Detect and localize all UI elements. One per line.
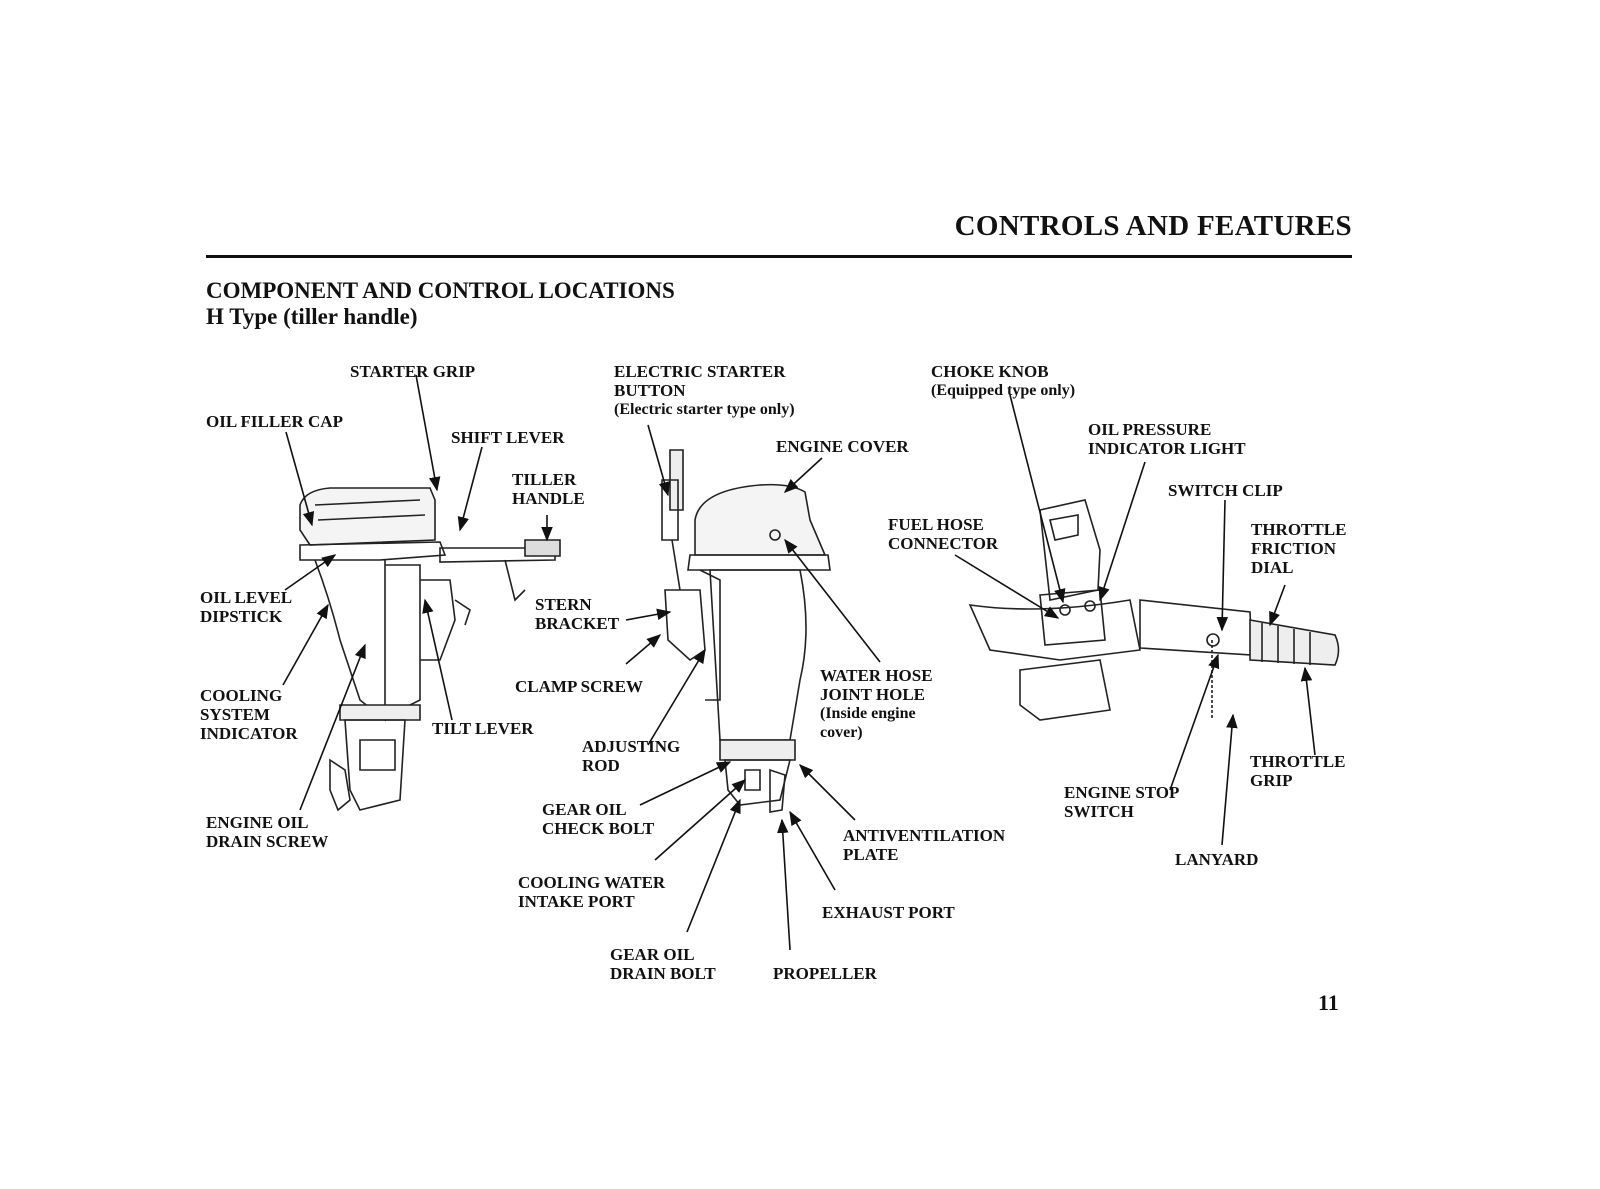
leader-lanyard (1221, 713, 1238, 846)
label-propeller: PROPELLER (773, 964, 877, 983)
label-starter-grip: STARTER GRIP (350, 362, 476, 381)
running-header: CONTROLS AND FEATURES (954, 210, 1352, 242)
label-oil-filler-cap: OIL FILLER CAP (206, 412, 343, 431)
leader-engine-cover (783, 457, 823, 493)
header-rule (206, 255, 1352, 258)
label-clamp-screw: CLAMP SCREW (515, 677, 643, 696)
leader-throttle-friction-dial (1269, 584, 1286, 627)
leader-oil-filler-cap (285, 431, 315, 527)
leader-oil-pressure-indicator-light (1098, 461, 1146, 602)
leader-fuel-hose-connector (954, 554, 1060, 619)
leader-starter-grip (415, 374, 441, 492)
section-subtitle: H Type (tiller handle) (206, 304, 418, 329)
page-number: 11 (1318, 990, 1339, 1015)
label-exhaust-port: EXHAUST PORT (822, 903, 955, 922)
leader-cooling-water-intake-port (654, 779, 747, 861)
leader-oil-level-dipstick (284, 554, 337, 591)
leader-engine-stop-switch (1169, 653, 1220, 791)
label-lanyard: LANYARD (1175, 850, 1259, 869)
section-title: COMPONENT AND CONTROL LOCATIONS (206, 278, 675, 303)
leader-throttle-grip (1300, 666, 1316, 756)
leader-adjusting-rod (647, 648, 706, 746)
label-shift-lever: SHIFT LEVER (451, 428, 565, 447)
leader-choke-knob (1009, 394, 1066, 604)
leader-propeller (777, 818, 791, 951)
leader-switch-clip (1216, 499, 1229, 632)
leader-clamp-screw (625, 634, 662, 665)
side-view-motor (299, 487, 561, 812)
leader-exhaust-port (789, 810, 836, 891)
leader-gear-oil-check-bolt (639, 761, 732, 806)
rear-view-motor (661, 449, 831, 813)
tiller-control-detail (968, 499, 1340, 721)
leader-stern-bracket (625, 608, 672, 621)
leader-cooling-system-indicator (282, 603, 329, 686)
leader-water-hose-joint-hole (784, 538, 881, 663)
label-choke-knob: CHOKE KNOB(Equipped type only) (931, 362, 1076, 399)
leader-gear-oil-drain-bolt (686, 798, 741, 933)
leader-tilt-lever (422, 598, 453, 721)
label-engine-cover: ENGINE COVER (776, 437, 909, 456)
label-switch-clip: SWITCH CLIP (1168, 481, 1283, 500)
label-tilt-lever: TILT LEVER (432, 719, 534, 738)
leader-electric-starter-button (647, 424, 670, 497)
leader-antiventilation-plate (798, 763, 856, 821)
leader-shift-lever (457, 446, 483, 532)
leader-engine-oil-drain-screw (299, 643, 366, 811)
